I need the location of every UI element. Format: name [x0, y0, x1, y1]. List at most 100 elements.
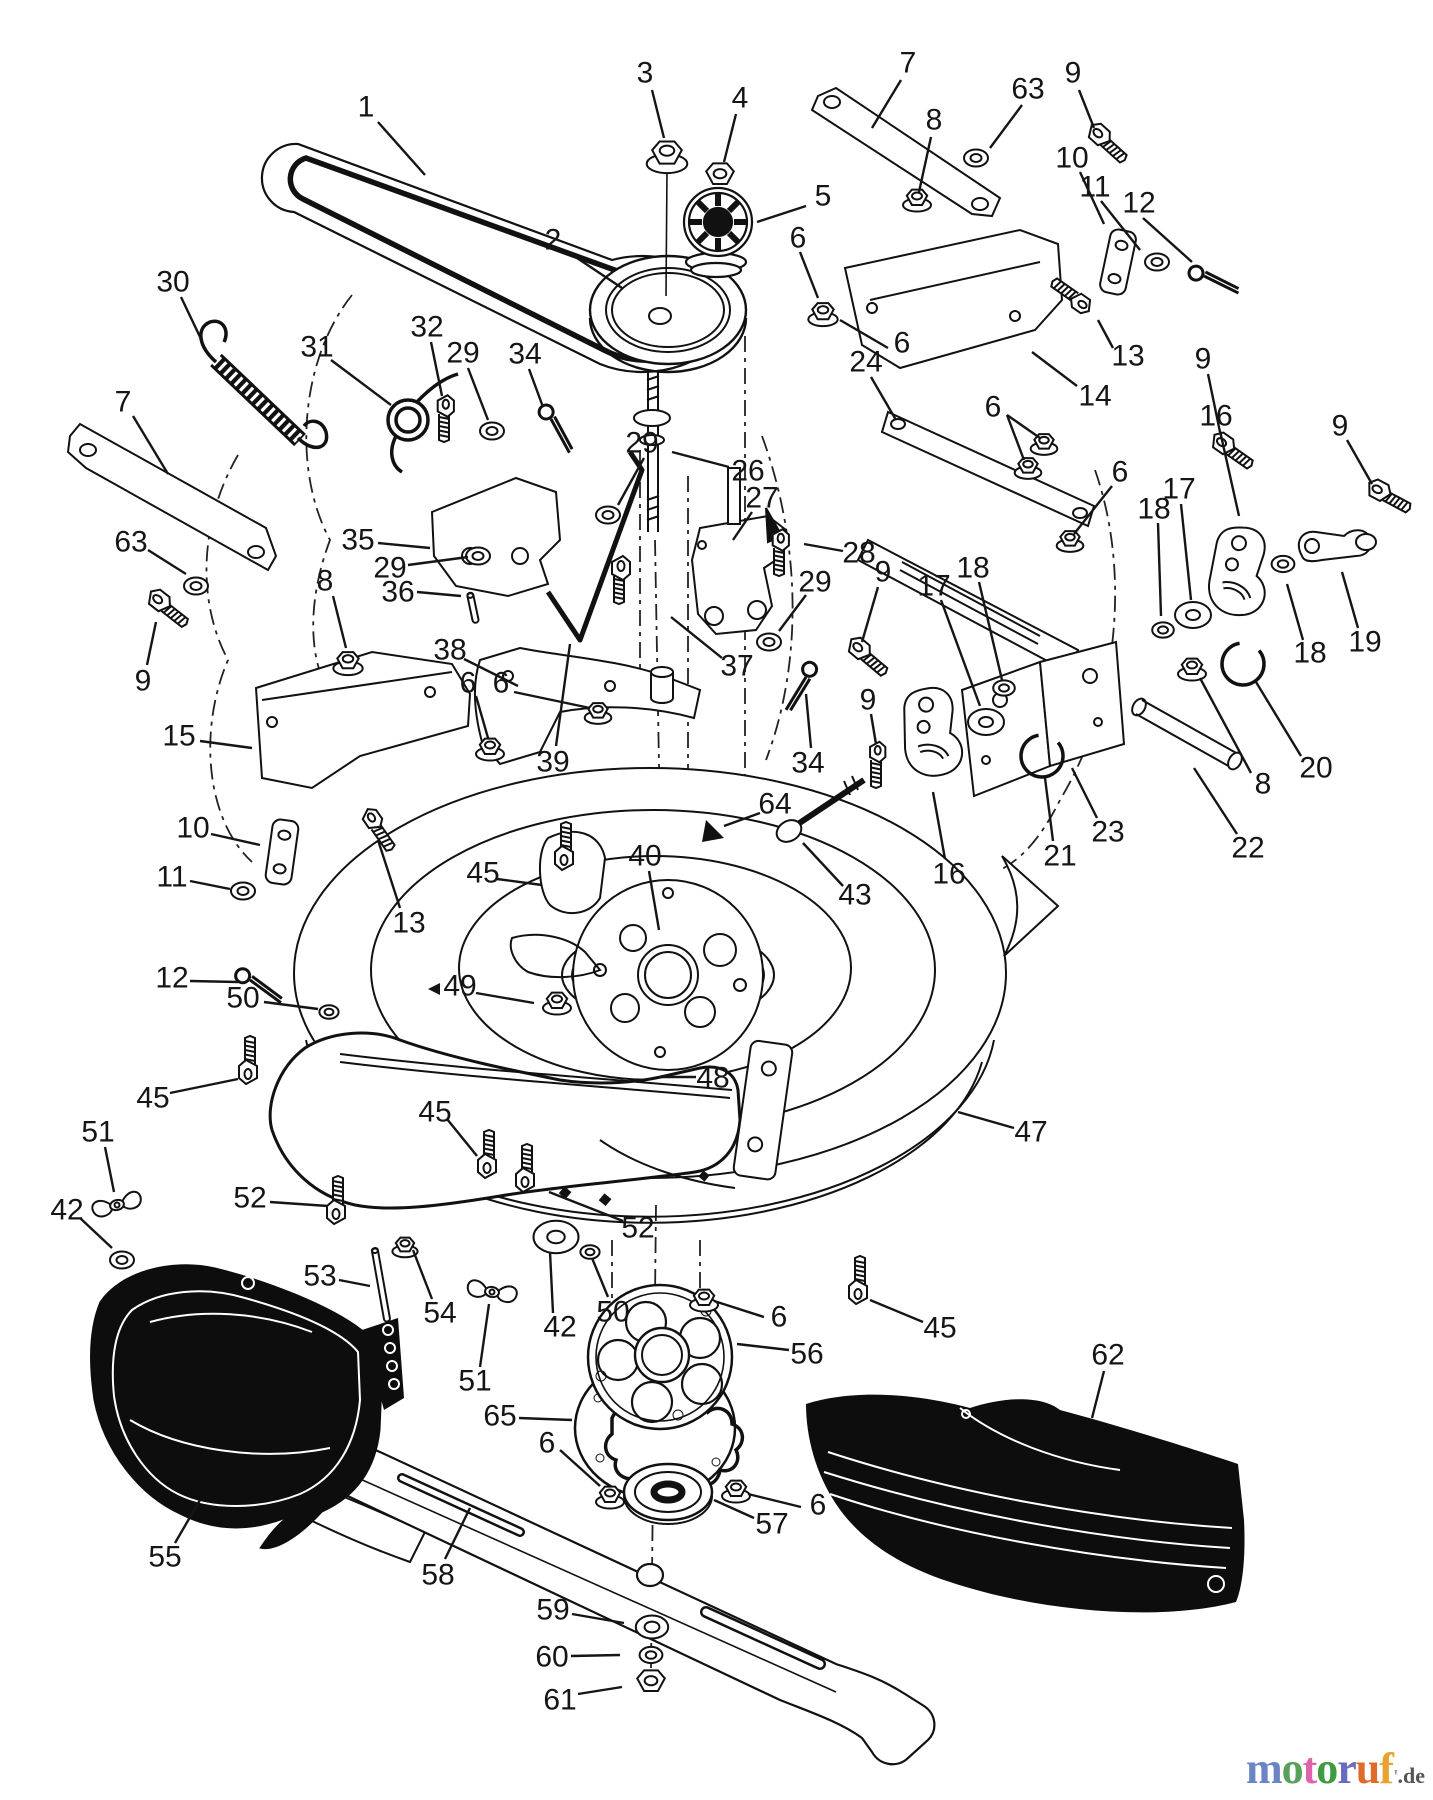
watermark-suffix: .de — [1397, 1763, 1426, 1788]
spindle-stud-26 — [633, 372, 671, 532]
flangenut-hardware — [595, 1485, 625, 1510]
spindle-stack — [573, 1283, 745, 1525]
baffle-strap — [339, 1061, 731, 1099]
leader-line — [1096, 319, 1115, 349]
leader-line — [747, 1492, 802, 1509]
washer-hardware — [638, 1645, 664, 1665]
part-label-40: 40 — [628, 840, 661, 873]
ring-hardware — [1220, 641, 1266, 687]
hexnut-hardware — [635, 1669, 667, 1693]
leader-line — [1192, 767, 1239, 835]
lift-plate-stud — [727, 467, 741, 525]
leader-line — [446, 1118, 478, 1157]
part-label-1: 1 — [358, 91, 375, 124]
pin-hardware — [466, 591, 480, 624]
leader-line — [650, 89, 666, 139]
part-label-45: 45 — [466, 857, 499, 890]
spindle-center-ring — [644, 951, 692, 999]
leader-line — [957, 1110, 1015, 1130]
hub-hole-small — [654, 1046, 666, 1058]
washer-hardware — [992, 679, 1016, 697]
leader-line — [377, 541, 431, 550]
leader-line — [463, 657, 519, 688]
watermark-letter: o — [1316, 1744, 1338, 1793]
leader-line — [1179, 503, 1193, 601]
part-label-9: 9 — [1195, 343, 1212, 376]
part-label-15: 15 — [162, 720, 195, 753]
leader-line — [407, 555, 469, 567]
pin-hardware — [370, 1247, 391, 1323]
washerbig-hardware — [967, 708, 1005, 736]
hinge-rod-43 — [775, 775, 866, 843]
motoruf-watermark-link[interactable]: motoruf'.de — [1246, 1743, 1425, 1794]
part-label-12: 12 — [155, 962, 188, 995]
leader-line — [1198, 677, 1253, 774]
part-label-13: 13 — [392, 907, 425, 940]
part-label-29: 29 — [798, 566, 831, 599]
part-label-42: 42 — [543, 1311, 576, 1344]
hardware-layer — [91, 122, 1412, 1693]
part-label-6: 6 — [771, 1301, 788, 1334]
pulley-hub — [648, 307, 672, 325]
leader-line — [147, 548, 187, 576]
leader-line — [496, 877, 543, 887]
washer-hardware — [756, 632, 782, 652]
part-label-26: 26 — [731, 455, 764, 488]
leader-line — [870, 79, 903, 129]
leader-line — [1078, 171, 1106, 225]
leader-line — [732, 511, 753, 541]
part-label-45: 45 — [136, 1082, 169, 1115]
part-label-17: 17 — [1162, 473, 1195, 506]
part-label-34: 34 — [508, 338, 541, 371]
leader-line — [269, 1200, 329, 1208]
leader-line — [571, 1612, 625, 1625]
cyl-hardware — [650, 666, 674, 704]
part-label-38: 38 — [433, 634, 466, 667]
blade-center-hole — [635, 1562, 665, 1588]
baffle-strap — [339, 1053, 733, 1091]
flangenut-hardware — [475, 737, 505, 762]
leader-line — [917, 136, 933, 193]
part-label-42: 42 — [50, 1194, 83, 1227]
baffle-bracket — [732, 1039, 794, 1181]
part-label-18: 18 — [956, 552, 989, 585]
bolt-hardware — [771, 527, 790, 578]
part-label-29: 29 — [625, 427, 658, 460]
bolt-hardware — [554, 820, 574, 872]
part-label-56: 56 — [790, 1338, 823, 1371]
leader-line — [145, 621, 158, 666]
leader-line — [179, 296, 203, 340]
watermark-letter: r — [1337, 1744, 1357, 1793]
part-label-32: 32 — [410, 311, 443, 344]
hub-hole — [610, 993, 640, 1023]
wingnut-hardware — [91, 1190, 142, 1218]
part-label-11: 11 — [156, 861, 187, 894]
leader-line — [1031, 351, 1078, 387]
part-label-6: 6 — [790, 222, 807, 255]
bolt-hardware — [238, 1034, 258, 1086]
flangenut-hardware — [1013, 457, 1043, 480]
flangenut-hardware — [689, 1288, 719, 1313]
part-label-52: 52 — [621, 1212, 654, 1245]
leader-line — [977, 581, 1004, 681]
pulley-groove — [611, 272, 725, 348]
leader-line — [554, 643, 572, 747]
part-label-43: 43 — [838, 879, 871, 912]
leader-line — [527, 368, 545, 408]
leader-line — [1073, 485, 1113, 535]
part-label-10: 10 — [1055, 142, 1088, 175]
part-label-14: 14 — [1078, 380, 1111, 413]
flangenut-hardware — [1177, 657, 1207, 682]
watermark-letter: f — [1379, 1744, 1394, 1793]
leader-line — [263, 1000, 319, 1011]
wingnut-hardware — [466, 1279, 518, 1304]
spindle-center-ring — [637, 944, 699, 1006]
flangenut-hardware — [902, 188, 932, 213]
part-label-6: 6 — [493, 667, 510, 700]
part-label-6: 6 — [810, 1489, 827, 1522]
part-label-16: 16 — [932, 858, 965, 891]
hub-hole-small — [733, 978, 747, 992]
hub-hole-small — [593, 963, 607, 977]
